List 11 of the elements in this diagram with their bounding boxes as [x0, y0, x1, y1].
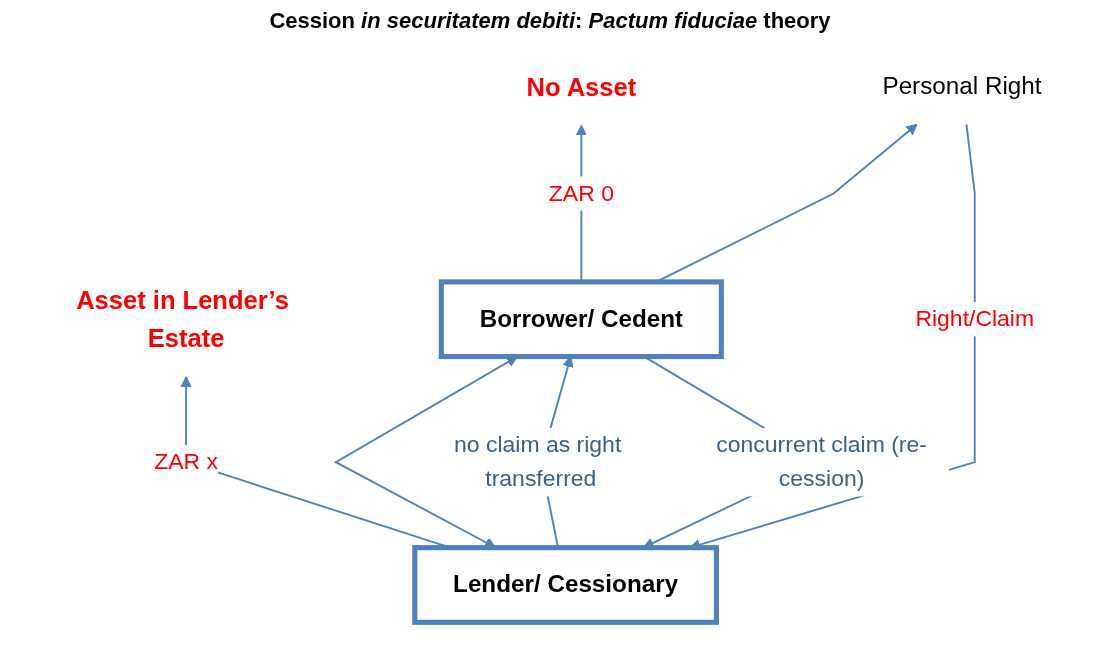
edge-label: Right/Claim: [915, 305, 1035, 332]
edge-label: no claim as right transferred: [454, 431, 622, 492]
node-text: No Asset: [526, 72, 637, 101]
edge-label: concurrent claim (re-cession): [716, 431, 927, 492]
edge-label: ZAR x: [154, 448, 219, 475]
edge-label: ZAR 0: [548, 180, 614, 206]
node-text: Personal Right: [882, 72, 1042, 100]
node-box: Lender/ Cessionary: [412, 545, 719, 625]
diagram-title: Cession in securitatem debiti: Pactum fiduciae theory: [268, 8, 832, 34]
node-text: Asset in Lender’s Estate: [76, 286, 289, 353]
node-box: Borrower/ Cedent: [438, 279, 724, 360]
